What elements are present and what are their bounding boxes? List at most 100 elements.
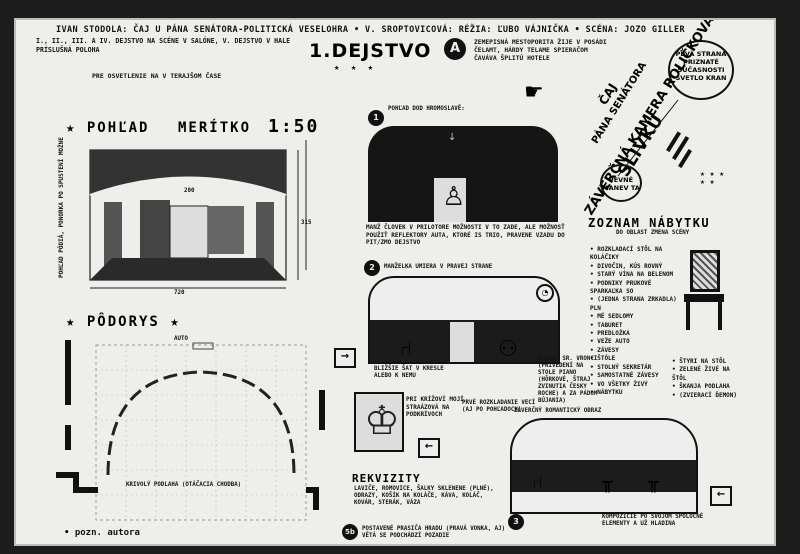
composition-note: KOMPOZÍCIE PO SVOJOM SPOLOČNÉ ELEMENTY A… xyxy=(602,514,704,527)
people-icon: ⚇ xyxy=(498,337,518,362)
pointing-hand-icon: ☛ xyxy=(524,80,544,105)
scene-2-clock-icon: ◔ xyxy=(536,284,554,302)
elevation-wall-left xyxy=(104,202,122,268)
furniture-item-left-5: • MÉ SEDLOMY xyxy=(590,313,634,321)
diagonal-bars xyxy=(617,99,692,177)
elevation-floor xyxy=(90,258,286,280)
fourth-note: PRI KRÍŽOVÍ MOJÍ STRAÁZOVÁ NA PODKRÍVOCH xyxy=(406,396,464,418)
furniture-item-left-11: • STOLNÝ SEKRETÁR xyxy=(590,363,652,371)
scene-2-caption: BLIŽŠIE ŠAT V KRESLE ALEBO K NEMU xyxy=(374,366,444,379)
plan-title-star-end: ★ xyxy=(159,314,181,330)
plan-arc xyxy=(106,370,296,476)
elevation-wall-right xyxy=(256,202,274,268)
furniture-title: ZOZNAM NÁBYTKU xyxy=(588,216,711,230)
furniture-item-right-3: • (ZVIERACÍ ĎEMON) xyxy=(672,391,738,399)
scene-3-panel: ⑁ ╥ ╥ xyxy=(510,418,698,514)
scenes-line: I., II., III. A IV. DEJSTVO NA SCÉNE V S… xyxy=(36,37,291,54)
plan-grid-lines xyxy=(96,345,306,520)
act-letter-badge: A xyxy=(444,38,466,60)
dim-top-label: 200 xyxy=(184,188,195,194)
stars-right: ★ ★ ★ ★ ★ xyxy=(700,169,725,186)
furniture-list-right: • ŠTYRI NA STÔL• ZELENÉ ŽIVÉ NA ŠTÔL• ŠK… xyxy=(672,358,742,400)
furniture-item-left-8: • VEŽE AUTO xyxy=(590,338,630,346)
stamp-top-right: PEVÁ STRANA PRIZNATÉ SÚČASNOSTI SVETLO K… xyxy=(668,40,734,100)
plan-auto-mark xyxy=(192,342,214,350)
chair-icon: ⑁ xyxy=(532,472,543,493)
furniture-item-right-2: • ŠKANJA PODLAHA xyxy=(672,383,730,391)
elevation-panel xyxy=(208,206,244,254)
stamp-round-left: PEVNÉ MANEV TA xyxy=(600,164,642,202)
furniture-item-left-3: • PODNIKY PRUKOVÉ SPARKAĽKA SO xyxy=(590,279,652,296)
elena-note: ELENA, SR. VRONCI (PRIVEDENÍ NA STOLE PI… xyxy=(538,356,598,404)
scene-3-back-wall xyxy=(512,460,696,492)
furniture-item-left-0: • ROZKLADACÍ STÔL NA KOLÁČIKY xyxy=(590,246,663,262)
scale-value: 1:50 xyxy=(268,116,320,137)
scale-label: MERÍTKO xyxy=(178,120,252,136)
scene-2-title: MANŽELKA UMIERA V PRAVEJ STRANE xyxy=(384,264,493,270)
props-list: LAVIČE, ROMOVICE, ŠALKY SKLENENE (PLNÉ),… xyxy=(354,486,494,506)
view-title-star: ★ xyxy=(66,120,87,136)
plan-walls xyxy=(56,472,319,510)
furniture-item-left-14: • NÁBYTKU xyxy=(590,388,623,396)
chair-seat xyxy=(684,294,724,302)
view-title-text: POHĽAD xyxy=(86,120,150,136)
table-icon: ╥ xyxy=(602,472,613,493)
plan-top-label: AUTO xyxy=(174,336,188,342)
stage-elevation-drawing xyxy=(56,140,325,521)
table-2-icon: ╥ xyxy=(648,472,659,493)
scene-1-caption: MANŽ ČLOVEK V PRILOTORE MOŽNOSTI V TO ZA… xyxy=(366,224,565,246)
circle-3: 3 xyxy=(508,514,524,530)
scene-2-door xyxy=(450,322,474,362)
plan-title: ★ PÔDORYS ★ xyxy=(66,314,181,330)
furniture-item-right-0: • ŠTYRI NA STÔL xyxy=(672,358,727,365)
down-arrow-icon: ↓ xyxy=(448,132,457,143)
figure-icon: ♙ xyxy=(442,182,466,212)
act-title: 1.DEJSTVO xyxy=(309,40,432,62)
armchair-icon: ⑁ xyxy=(400,336,412,360)
lighting-line: PRE OSVETLENIE NA V TERAJŠOM ČASE xyxy=(92,72,222,80)
credits-line: IVAN STODOLA: ČAJ U PÁNA SENÁTORA-POLITI… xyxy=(56,25,685,35)
furniture-item-left-12: • SAMOSTATNÉ ZÁVESY xyxy=(590,372,659,380)
elevation-arch-top xyxy=(90,150,286,195)
chair-drawing xyxy=(684,250,724,330)
setting-note: ZEMEPISNÁ MESTOPORITA ŽIJE V POSÁDI ČELA… xyxy=(474,39,607,62)
circle-5b: 5b xyxy=(342,524,358,540)
portrait-figure-icon: ♔ xyxy=(364,398,400,444)
dim-side-label: 315 xyxy=(301,220,312,226)
furniture-item-left-10: • ŠTÓLE xyxy=(590,355,616,363)
chair-back xyxy=(690,250,720,292)
furniture-item-left-7: • PREDLOŽKA xyxy=(590,330,630,338)
design-sheet: IVAN STODOLA: ČAJ U PÁNA SENÁTORA-POLITI… xyxy=(14,18,776,546)
furniture-item-right-1: • ZELENÉ ŽIVÉ NA ŠTÔL xyxy=(672,366,730,382)
furniture-item-left-6: • TABURET xyxy=(590,321,623,329)
scene-1-panel: ♙ ↓ xyxy=(368,126,558,222)
portrait-frame: ♔ xyxy=(354,392,404,452)
scene-3-title: ZÁVERČNÝ ROMANTICKÝ OBRAZ xyxy=(514,408,602,414)
furniture-item-left-9: • ZÁVESY xyxy=(590,346,619,354)
plan-title-star: ★ xyxy=(66,314,87,330)
scene-2-panel: ◔ ⑁ ⚇ xyxy=(368,276,560,364)
furniture-subtitle: DO OBLAST ZMENA SCÉNY xyxy=(616,230,690,236)
act-stars: ★ ★ ★ xyxy=(334,63,377,73)
chair-leg-left xyxy=(686,302,690,330)
plan-title-text: PÔDORYS xyxy=(86,314,160,330)
props-title: REKVIZITY xyxy=(352,472,421,485)
scene-2-number: 2 xyxy=(364,260,380,276)
chair-leg-right xyxy=(718,302,722,330)
arrow-right-icon: → xyxy=(334,348,356,368)
plan-floor-note: KRIVOLÝ PODLAHA (OTÁČACIA CHODBA) xyxy=(126,482,242,488)
view-title: ★ POHĽAD xyxy=(66,120,149,136)
furniture-item-left-2: • STARÝ VÍNA NA BELENOM xyxy=(590,271,674,279)
furniture-item-left-4: • (JEDNA STRANA ZRKADLA) PLN xyxy=(590,296,677,312)
dim-bottom-label: 720 xyxy=(174,290,185,296)
scene-1-number: 1 xyxy=(368,110,384,126)
furniture-item-left-1: • DIVOČIN, KÚS ROVNÝ xyxy=(590,262,663,270)
scene-1-title: POHĽAD DOD HROMOSLAVĚ: xyxy=(388,106,465,112)
scene-3-caption: PRVÉ ROZKLADANIE VECÍ (AJ PO POHĽADOCH) xyxy=(462,400,536,413)
furniture-item-left-13: • VO VŠETKY ŽIVÝ xyxy=(590,380,648,388)
elevation-arch-line xyxy=(89,176,287,196)
scene-1-doorway xyxy=(434,178,466,222)
plan-grid-frame xyxy=(95,344,307,521)
elevation-door xyxy=(140,200,170,258)
